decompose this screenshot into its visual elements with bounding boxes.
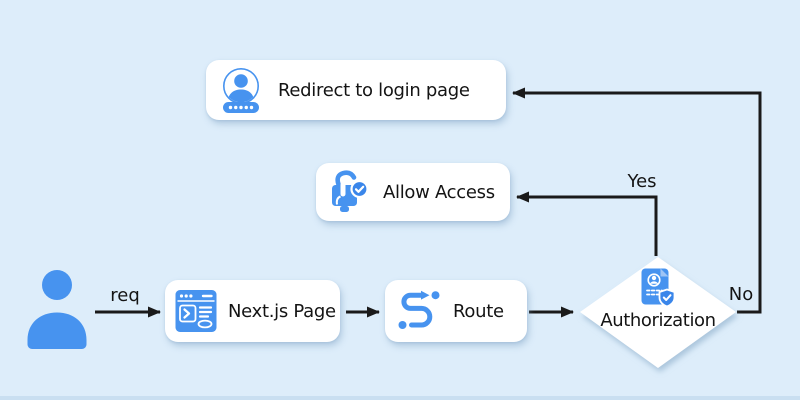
authorization-icon-wrap	[641, 268, 676, 308]
edge-label-req: req	[110, 285, 140, 306]
route-icon	[398, 290, 440, 329]
authorization-label: Authorization	[600, 310, 716, 331]
redirect-login-label: Redirect to login page	[278, 79, 470, 101]
node-user	[24, 267, 92, 351]
edge-authorization-no	[512, 87, 762, 314]
route-label: Route	[453, 300, 504, 322]
node-nextjs-page: Next.js Page	[165, 280, 340, 342]
login-password-icon	[222, 67, 260, 113]
bottom-edge-strip	[0, 396, 800, 400]
code-window-icon	[175, 290, 217, 332]
node-allow-access: Allow Access	[316, 163, 510, 221]
nextjs-page-label: Next.js Page	[228, 300, 336, 322]
allow-access-label: Allow Access	[383, 181, 495, 203]
edge-label-no: No	[728, 284, 754, 305]
user-icon	[27, 270, 87, 349]
edge-authorization-yes	[516, 191, 658, 256]
unlock-click-icon	[332, 170, 369, 212]
id-card-shield-icon	[641, 268, 676, 308]
edge-label-yes: Yes	[627, 171, 657, 192]
node-redirect-login: Redirect to login page	[206, 60, 506, 120]
authorization-diamond	[580, 257, 736, 368]
node-route: Route	[385, 280, 527, 342]
